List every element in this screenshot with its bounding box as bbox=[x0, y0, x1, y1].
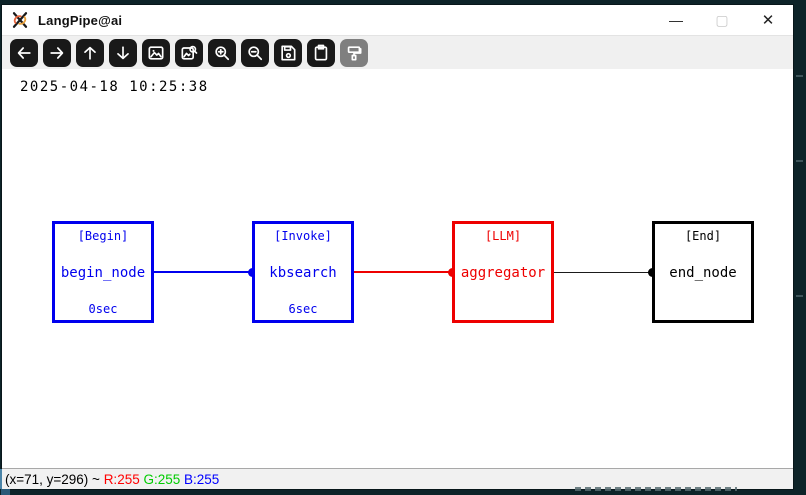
app-logo-icon bbox=[12, 12, 28, 28]
desktop-corner-chip bbox=[1, 489, 10, 495]
save-icon bbox=[281, 45, 296, 61]
image-search-icon bbox=[181, 45, 198, 60]
node-name-label: kbsearch bbox=[269, 264, 337, 281]
arrow-up-icon bbox=[84, 46, 96, 60]
node-aggregator[interactable]: [LLM] aggregator bbox=[452, 221, 554, 323]
node-type-label: [LLM] bbox=[484, 229, 522, 243]
node-duration-label: 0sec bbox=[88, 302, 118, 316]
edge-kbsearch-to-aggregator bbox=[352, 271, 455, 273]
zoom-out-icon bbox=[248, 45, 263, 60]
cursor-position-readout: (x=71, y=296) ~ bbox=[5, 471, 104, 487]
minimize-button[interactable]: — bbox=[669, 12, 683, 28]
node-type-label: [Begin] bbox=[77, 229, 129, 243]
node-duration-label: 6sec bbox=[288, 302, 318, 316]
paint-button[interactable] bbox=[340, 38, 368, 67]
arrow-right-icon bbox=[50, 46, 64, 59]
edge-aggregator-to-end bbox=[552, 272, 655, 273]
edge-begin-to-kbsearch bbox=[152, 271, 252, 273]
window-title: LangPipe@ai bbox=[38, 12, 123, 28]
down-button[interactable] bbox=[109, 38, 137, 67]
zoom-out-button[interactable] bbox=[241, 38, 269, 67]
save-button[interactable] bbox=[274, 38, 302, 67]
node-name-label: begin_node bbox=[60, 264, 146, 281]
up-button[interactable] bbox=[76, 38, 104, 67]
timestamp: 2025-04-18 10:25:38 bbox=[20, 79, 209, 95]
maximize-button[interactable]: ▢ bbox=[715, 11, 729, 28]
status-bar: (x=71, y=296) ~ R:255 G:255 B:255 bbox=[2, 468, 793, 489]
red-value: R:255 bbox=[103, 471, 140, 487]
window-edge-accent bbox=[0, 469, 2, 489]
desktop-mark bbox=[796, 160, 803, 162]
clipboard-button[interactable] bbox=[307, 38, 335, 67]
app-window: LangPipe@ai — ▢ ✕ bbox=[2, 5, 793, 489]
node-name-label: aggregator bbox=[460, 265, 546, 281]
forward-button[interactable] bbox=[43, 38, 71, 67]
node-type-label: [Invoke] bbox=[274, 229, 332, 243]
back-button[interactable] bbox=[10, 38, 38, 67]
close-button[interactable]: ✕ bbox=[761, 12, 775, 29]
node-kbsearch[interactable]: [Invoke] kbsearch 6sec bbox=[252, 221, 354, 323]
node-name-label: end_node bbox=[669, 265, 737, 281]
paint-brush-icon bbox=[347, 45, 362, 60]
node-begin[interactable]: [Begin] begin_node 0sec bbox=[52, 221, 154, 323]
arrow-left-icon bbox=[17, 46, 31, 59]
arrow-down-icon bbox=[117, 45, 129, 59]
desktop-mark bbox=[796, 75, 803, 77]
image-icon bbox=[148, 45, 164, 60]
image-button[interactable] bbox=[142, 38, 170, 67]
green-value: G:255 bbox=[143, 471, 181, 487]
blue-value: B:255 bbox=[184, 471, 220, 487]
pipeline-canvas[interactable]: 2025-04-18 10:25:38 [Begin] begin_node 0… bbox=[2, 69, 793, 468]
clipboard-icon bbox=[314, 44, 328, 61]
node-type-label: [End] bbox=[684, 229, 722, 243]
zoom-in-button[interactable] bbox=[208, 38, 236, 67]
node-end[interactable]: [End] end_node bbox=[652, 221, 754, 323]
clipped-desktop-text bbox=[575, 487, 737, 491]
zoom-in-icon bbox=[215, 45, 230, 60]
toolbar bbox=[2, 35, 793, 69]
image-search-button[interactable] bbox=[175, 38, 203, 67]
desktop-mark bbox=[796, 295, 803, 297]
titlebar: LangPipe@ai — ▢ ✕ bbox=[2, 5, 793, 35]
